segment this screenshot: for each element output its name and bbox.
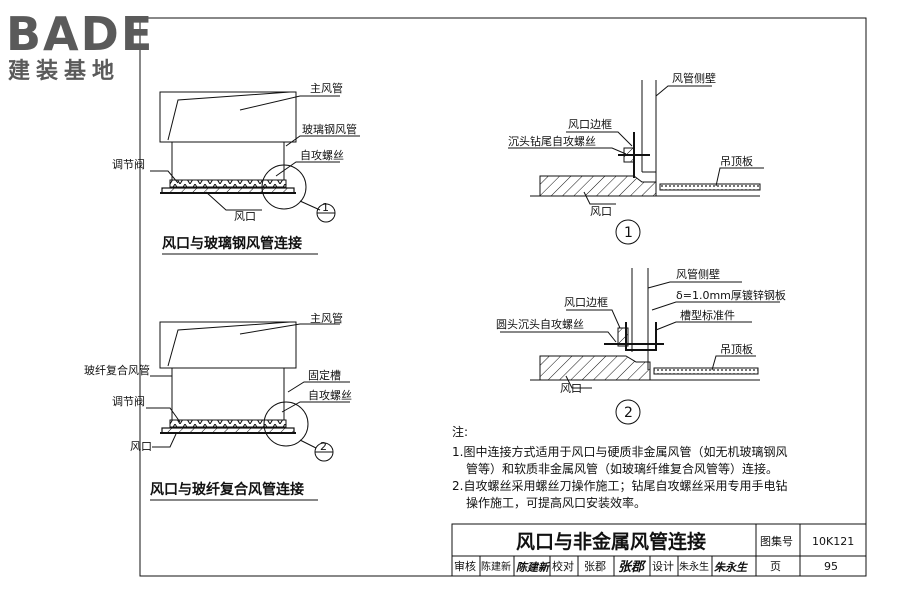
label-side-wall-2: 风管侧壁 (676, 267, 720, 281)
label-outlet-a: 风口 (234, 210, 256, 223)
check-label: 校对 (552, 559, 574, 573)
label-screw-2: 圆头沉头自攻螺丝 (496, 317, 584, 331)
atlas-number: 10K121 (812, 535, 854, 548)
label-outlet-b: 风口 (130, 440, 152, 453)
label-ceiling-1: 吊顶板 (720, 154, 753, 168)
review-label: 审核 (454, 559, 476, 573)
label-outlet-1: 风口 (590, 205, 612, 218)
notes-heading: 注: (452, 424, 468, 439)
page-label: 页 (770, 560, 781, 573)
title-diagram-b: 风口与玻纤复合风管连接 (150, 481, 304, 498)
label-main-duct-a: 主风管 (310, 81, 343, 95)
label-outlet-2: 风口 (560, 382, 582, 395)
label-screw-a: 自攻螺丝 (300, 148, 344, 162)
label-screw-1: 沉头钻尾自攻螺丝 (508, 134, 596, 148)
atlas-label: 图集号 (760, 534, 793, 548)
label-channel-2: 槽型标准件 (680, 308, 735, 322)
design-label: 设计 (652, 560, 674, 573)
note-line: 操作施工，可提高风口安装效率。 (466, 495, 646, 510)
label-screw-b: 自攻螺丝 (308, 388, 352, 402)
reviewer-signature: 陈建新 (516, 561, 551, 574)
title-diagram-a: 风口与玻璃钢风管连接 (162, 235, 302, 252)
detail-2-number: 2 (624, 405, 633, 421)
label-damper-b: 调节阀 (112, 394, 145, 408)
label-frame-2: 风口边框 (564, 296, 608, 309)
label-frp-duct: 玻璃钢风管 (302, 122, 357, 136)
detail-2: 风管侧壁 δ=1.0mm厚镀锌钢板 风口边框 槽型标准件 圆头沉头自攻螺丝 吊顶… (496, 267, 786, 425)
label-side-wall-1: 风管侧壁 (672, 71, 716, 85)
label-plate-2: δ=1.0mm厚镀锌钢板 (676, 288, 786, 302)
detail-1: 风管侧壁 风口边框 沉头钻尾自攻螺丝 吊顶板 风口 1 (508, 71, 764, 245)
checker-name: 张郡 (584, 560, 606, 573)
reviewer-name: 陈建新 (481, 560, 511, 573)
label-frame-1: 风口边框 (568, 118, 612, 131)
detail-1-number: 1 (624, 225, 633, 241)
page-number: 95 (824, 560, 838, 573)
detail-ref-a: 1 (322, 201, 329, 214)
designer-signature: 朱永生 (714, 561, 748, 574)
designer-name: 朱永生 (679, 560, 709, 573)
diagram-fiber-connection: 主风管 玻纤复合风管 固定槽 自攻螺丝 调节阀 风口 2 风口与玻纤复合风管连接 (84, 311, 352, 501)
label-fix-slot: 固定槽 (308, 368, 341, 382)
logo-brand: BADE (6, 7, 154, 61)
drawing-title: 风口与非金属风管连接 (516, 530, 706, 553)
label-damper-a: 调节阀 (112, 157, 145, 171)
detail-1-marker (615, 219, 641, 245)
label-ceiling-2: 吊顶板 (720, 342, 753, 356)
note-line: 2.自攻螺丝采用螺丝刀操作施工；钻尾自攻螺丝采用专用手电钻 (452, 478, 787, 493)
note-line: 1.图中连接方式适用于风口与硬质非金属风管（如无机玻璃钢风 (452, 444, 787, 459)
detail-2-marker (615, 399, 641, 425)
label-main-duct-b: 主风管 (310, 311, 343, 325)
notes: 注: 1.图中连接方式适用于风口与硬质非金属风管（如无机玻璃钢风 管等）和软质非… (452, 424, 787, 510)
title-block: 风口与非金属风管连接 图集号 10K121 页 95 审核 陈建新 陈建新 校对… (451, 523, 867, 577)
logo-tagline: 建装基地 (8, 59, 120, 84)
detail-ref-b: 2 (320, 440, 327, 453)
label-fiber-duct: 玻纤复合风管 (84, 363, 150, 377)
bade-logo: BADE 建装基地 (6, 7, 154, 84)
note-line: 管等）和软质非金属风管（如玻璃纤维复合风管等）连接。 (466, 461, 778, 476)
checker-signature: 张郡 (618, 560, 647, 575)
diagram-frp-connection: 主风管 玻璃钢风管 自攻螺丝 调节阀 风口 1 风口与玻璃钢风管连接 (112, 81, 360, 255)
